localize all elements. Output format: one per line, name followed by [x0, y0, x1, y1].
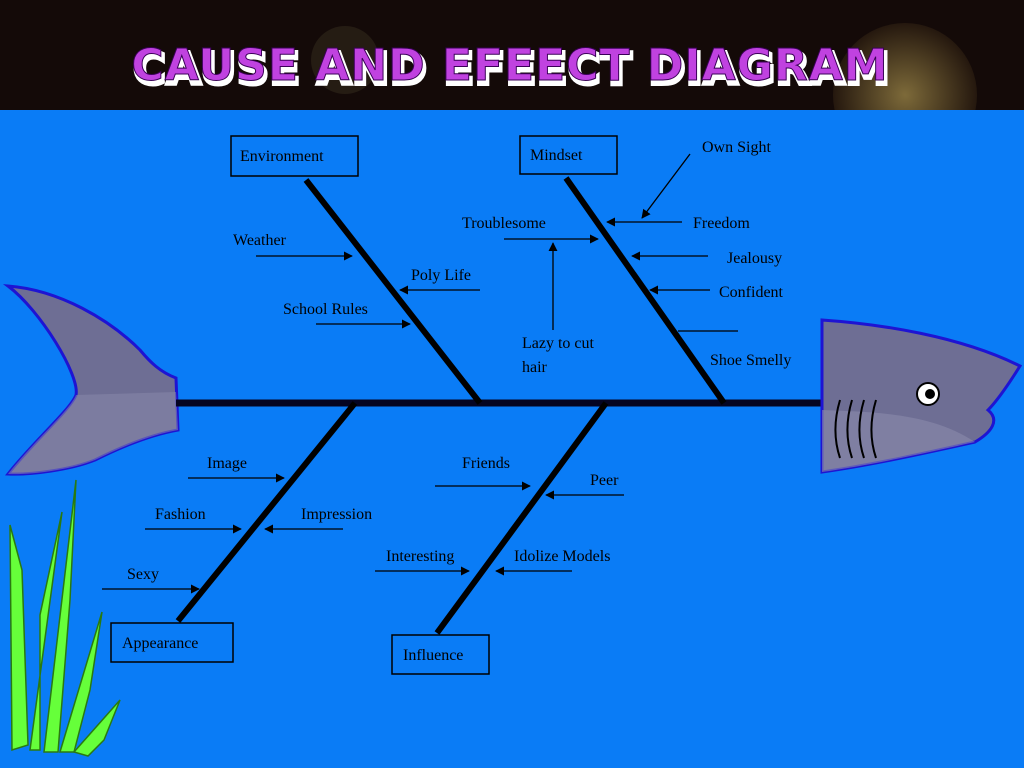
cause-arrow: [641, 153, 691, 219]
category-label: Influence: [403, 647, 463, 664]
cause-label-friends: Friends: [462, 455, 510, 472]
cause-label-troublesome: Troublesome: [462, 215, 546, 232]
cause-label-jealousy: Jealousy: [727, 250, 782, 267]
cause-label-confident: Confident: [719, 284, 784, 301]
cause-label-impression: Impression: [301, 506, 372, 523]
category-box-mindset: Mindset: [519, 135, 618, 175]
cause-label-fashion: Fashion: [155, 506, 206, 523]
planet-decoration: [311, 26, 379, 94]
shark-tail-icon: [2, 284, 180, 476]
cause-label-image: Image: [207, 455, 247, 472]
environment-bone: [303, 178, 483, 405]
cause-label-lazy-to-cut: Lazy to cut: [522, 335, 595, 352]
cause-label-weather: Weather: [233, 232, 287, 249]
cause-label-peer: Peer: [590, 472, 619, 489]
shark-head-icon: [820, 318, 1023, 474]
category-box-environment: Environment: [230, 135, 359, 177]
mindset-bone: [563, 176, 727, 405]
page-title: CAUSE AND EFEECT DIAGRAM: [131, 40, 888, 91]
category-label: Environment: [240, 148, 324, 165]
cause-label-idolize-models: Idolize Models: [514, 548, 610, 565]
cause-label-freedom: Freedom: [693, 215, 750, 232]
cause-label-interesting: Interesting: [386, 548, 454, 565]
cause-label-sexy: Sexy: [127, 566, 159, 583]
seaweed-icon: [9, 479, 121, 757]
cause-label-hair: hair: [522, 359, 548, 376]
cause-label-own-sight: Own Sight: [702, 139, 771, 156]
shark-gills-icon: [834, 399, 877, 459]
title-shadow: CAUSE AND EFEECT DIAGRAM: [133, 44, 890, 95]
cause-label-poly-life: Poly Life: [411, 267, 471, 284]
category-label: Appearance: [122, 635, 198, 652]
category-label: Mindset: [530, 147, 583, 164]
appearance-bone: [175, 401, 358, 623]
category-box-appearance: Appearance: [110, 622, 234, 663]
cause-label-school-rules: School Rules: [283, 301, 368, 318]
cause-label-shoe-smelly: Shoe Smelly: [710, 352, 791, 369]
influence-bone: [434, 401, 609, 635]
category-box-influence: Influence: [391, 634, 490, 675]
